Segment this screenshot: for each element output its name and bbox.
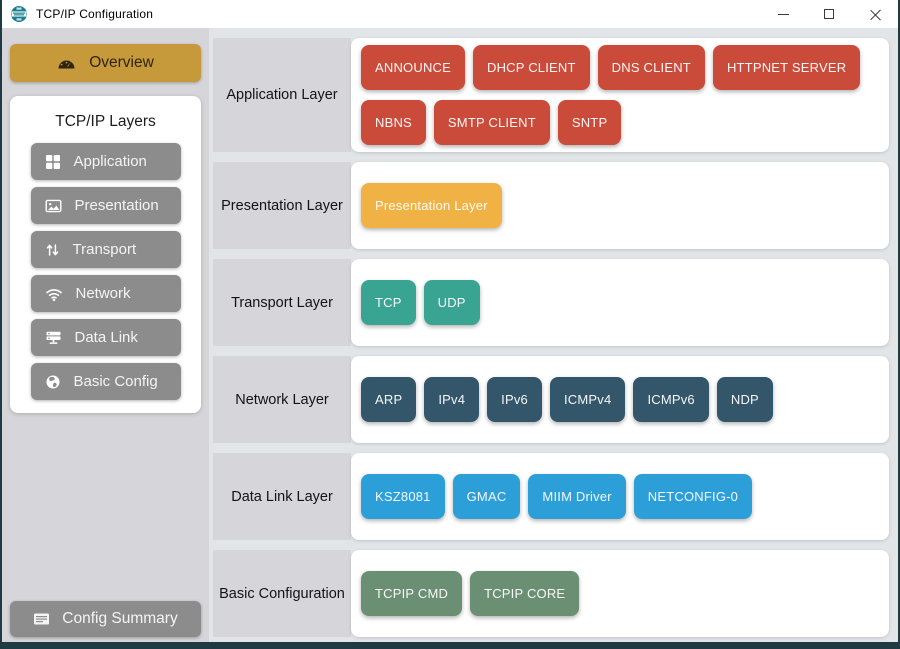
window-title: TCP/IP Configuration xyxy=(36,7,154,21)
row-label: Application Layer xyxy=(213,38,351,152)
module-chip-netconfig-0[interactable]: NETCONFIG-0 xyxy=(633,474,753,519)
title-bar: TCP/IP Configuration xyxy=(2,0,898,28)
config-summary-button[interactable]: Config Summary xyxy=(10,601,201,637)
list-icon xyxy=(33,611,50,627)
module-chip-dhcp-client[interactable]: DHCP CLIENT xyxy=(473,45,590,90)
minimize-icon xyxy=(777,13,789,15)
module-chip-tcpip-core[interactable]: TCPIP CORE xyxy=(470,571,580,616)
maximize-icon xyxy=(824,9,834,19)
module-chip-arp[interactable]: ARP xyxy=(361,377,417,422)
module-chip-tcp[interactable]: TCP xyxy=(361,280,416,325)
module-chip-announce[interactable]: ANNOUNCE xyxy=(361,45,465,90)
sidebar-item-label: Presentation xyxy=(74,197,159,214)
module-chip-ndp[interactable]: NDP xyxy=(716,377,773,422)
row-card: Presentation Layer xyxy=(351,162,889,249)
close-icon xyxy=(870,9,881,20)
module-chip-ksz8081[interactable]: KSZ8081 xyxy=(361,474,445,519)
sidebar-item-data-link[interactable]: Data Link xyxy=(30,319,181,356)
module-chip-udp[interactable]: UDP xyxy=(423,280,480,325)
sidebar-item-label: Transport xyxy=(72,241,137,258)
module-chip-presentation-layer[interactable]: Presentation Layer xyxy=(361,183,502,228)
module-chip-nbns[interactable]: NBNS xyxy=(361,100,426,145)
server-icon xyxy=(45,330,62,346)
sidebar-item-label: Network xyxy=(75,285,131,302)
module-chip-tcpip-cmd[interactable]: TCPIP CMD xyxy=(361,571,463,616)
wifi-icon xyxy=(45,286,63,302)
sidebar-item-label: Application xyxy=(73,153,147,170)
harmony-logo-icon xyxy=(10,5,28,23)
row-label: Data Link Layer xyxy=(213,453,351,540)
module-chip-sntp[interactable]: SNTP xyxy=(557,100,622,145)
minimize-button[interactable] xyxy=(760,0,806,28)
sidebar-spacer xyxy=(10,413,201,601)
module-chip-ipv4[interactable]: IPv4 xyxy=(424,377,480,422)
config-summary-label: Config Summary xyxy=(62,610,178,627)
sidebar-item-basic-config[interactable]: Basic Config xyxy=(30,363,181,400)
module-chip-gmac[interactable]: GMAC xyxy=(452,474,521,519)
arrows-vertical-icon xyxy=(45,242,60,258)
globe-icon xyxy=(45,374,61,390)
overview-button[interactable]: Overview xyxy=(10,44,201,82)
module-chip-icmpv6[interactable]: ICMPv6 xyxy=(633,377,709,422)
maximize-button[interactable] xyxy=(806,0,852,28)
sidebar-item-network[interactable]: Network xyxy=(30,275,181,312)
close-button[interactable] xyxy=(852,0,898,28)
row-label: Basic Configuration xyxy=(213,550,351,637)
sidebar-item-label: Data Link xyxy=(74,329,138,346)
window-controls xyxy=(760,0,898,28)
window-frame-bottom xyxy=(2,642,898,649)
row-label: Transport Layer xyxy=(213,259,351,346)
sidebar-item-label: Basic Config xyxy=(73,373,158,390)
image-icon xyxy=(45,198,62,214)
row-label: Network Layer xyxy=(213,356,351,443)
sidebar-item-presentation[interactable]: Presentation xyxy=(30,187,181,224)
overview-label: Overview xyxy=(89,54,154,71)
layers-panel-title: TCP/IP Layers xyxy=(55,113,156,130)
module-chip-miim-driver[interactable]: MIIM Driver xyxy=(528,474,626,519)
gauge-icon xyxy=(57,55,76,71)
module-chip-httpnet-server[interactable]: HTTPNET SERVER xyxy=(712,45,861,90)
module-chip-ipv6[interactable]: IPv6 xyxy=(487,377,542,422)
sidebar-item-application[interactable]: Application xyxy=(30,143,181,180)
module-chip-dns-client[interactable]: DNS CLIENT xyxy=(597,45,705,90)
grid-icon xyxy=(45,154,61,170)
row-label: Presentation Layer xyxy=(213,162,351,249)
module-chip-smtp-client[interactable]: SMTP CLIENT xyxy=(433,100,550,145)
sidebar-item-transport[interactable]: Transport xyxy=(30,231,181,268)
module-chip-icmpv4[interactable]: ICMPv4 xyxy=(550,377,626,422)
